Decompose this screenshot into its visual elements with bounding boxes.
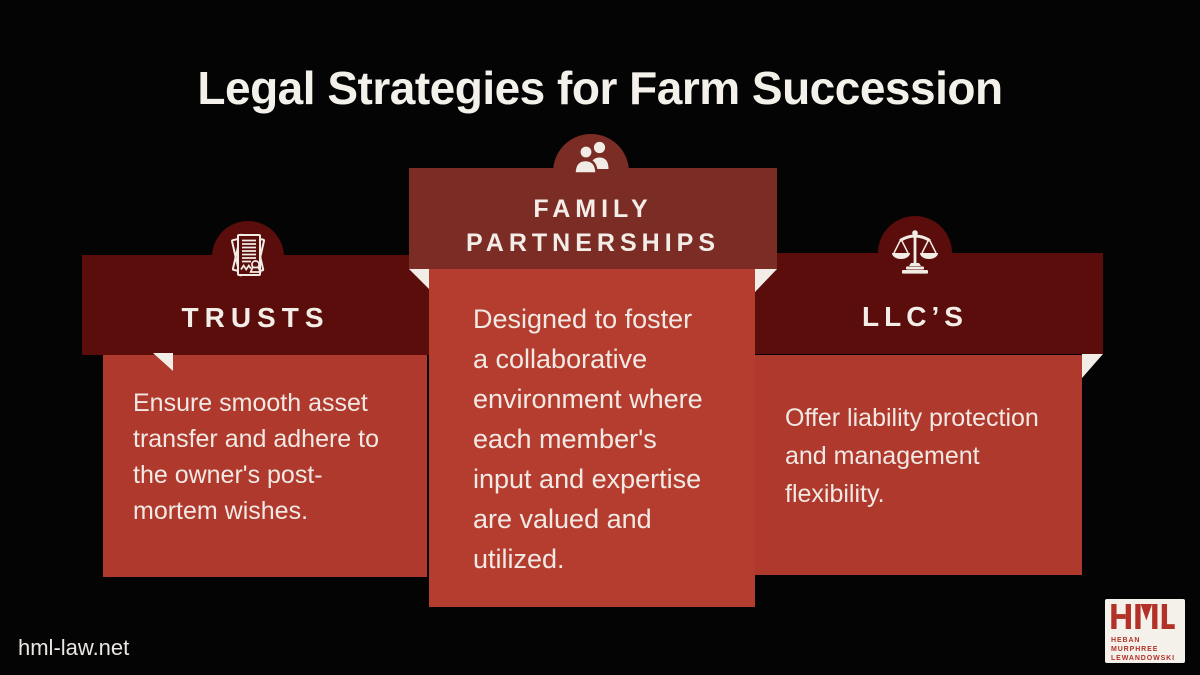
- logo-firm-name-line: MURPHREE: [1111, 646, 1159, 653]
- family-partnership-icon: [573, 141, 609, 175]
- llcs-title: LLC’S: [862, 301, 968, 332]
- website-url: hml-law.net: [18, 635, 130, 660]
- certificate-icon: [231, 233, 266, 277]
- logo-firm-name-line: LEWANDOWSKI: [1111, 655, 1175, 662]
- page-title: Legal Strategies for Farm Succession: [197, 61, 1003, 114]
- llcs-header-band: [755, 253, 1103, 354]
- llcs-description: Offer liability protection and managemen…: [755, 355, 1082, 575]
- llcs-fold-triangle: [1082, 354, 1103, 378]
- family-description: Designed to foster a collaborative envir…: [429, 269, 755, 607]
- family-title: FAMILY PARTNERSHIPS: [465, 195, 720, 257]
- logo-firm-name-line: HEBAN: [1111, 637, 1141, 644]
- scales-icon: [892, 230, 938, 274]
- trusts-title: TRUSTS: [181, 302, 330, 333]
- trusts-description: Ensure smooth asset transfer and adhere …: [103, 355, 427, 577]
- family-header-band: [409, 168, 777, 269]
- hml-logo: HEBAN MURPHREE LEWANDOWSKI: [1105, 599, 1185, 663]
- hml-logo-acronym-icon: [1111, 604, 1175, 629]
